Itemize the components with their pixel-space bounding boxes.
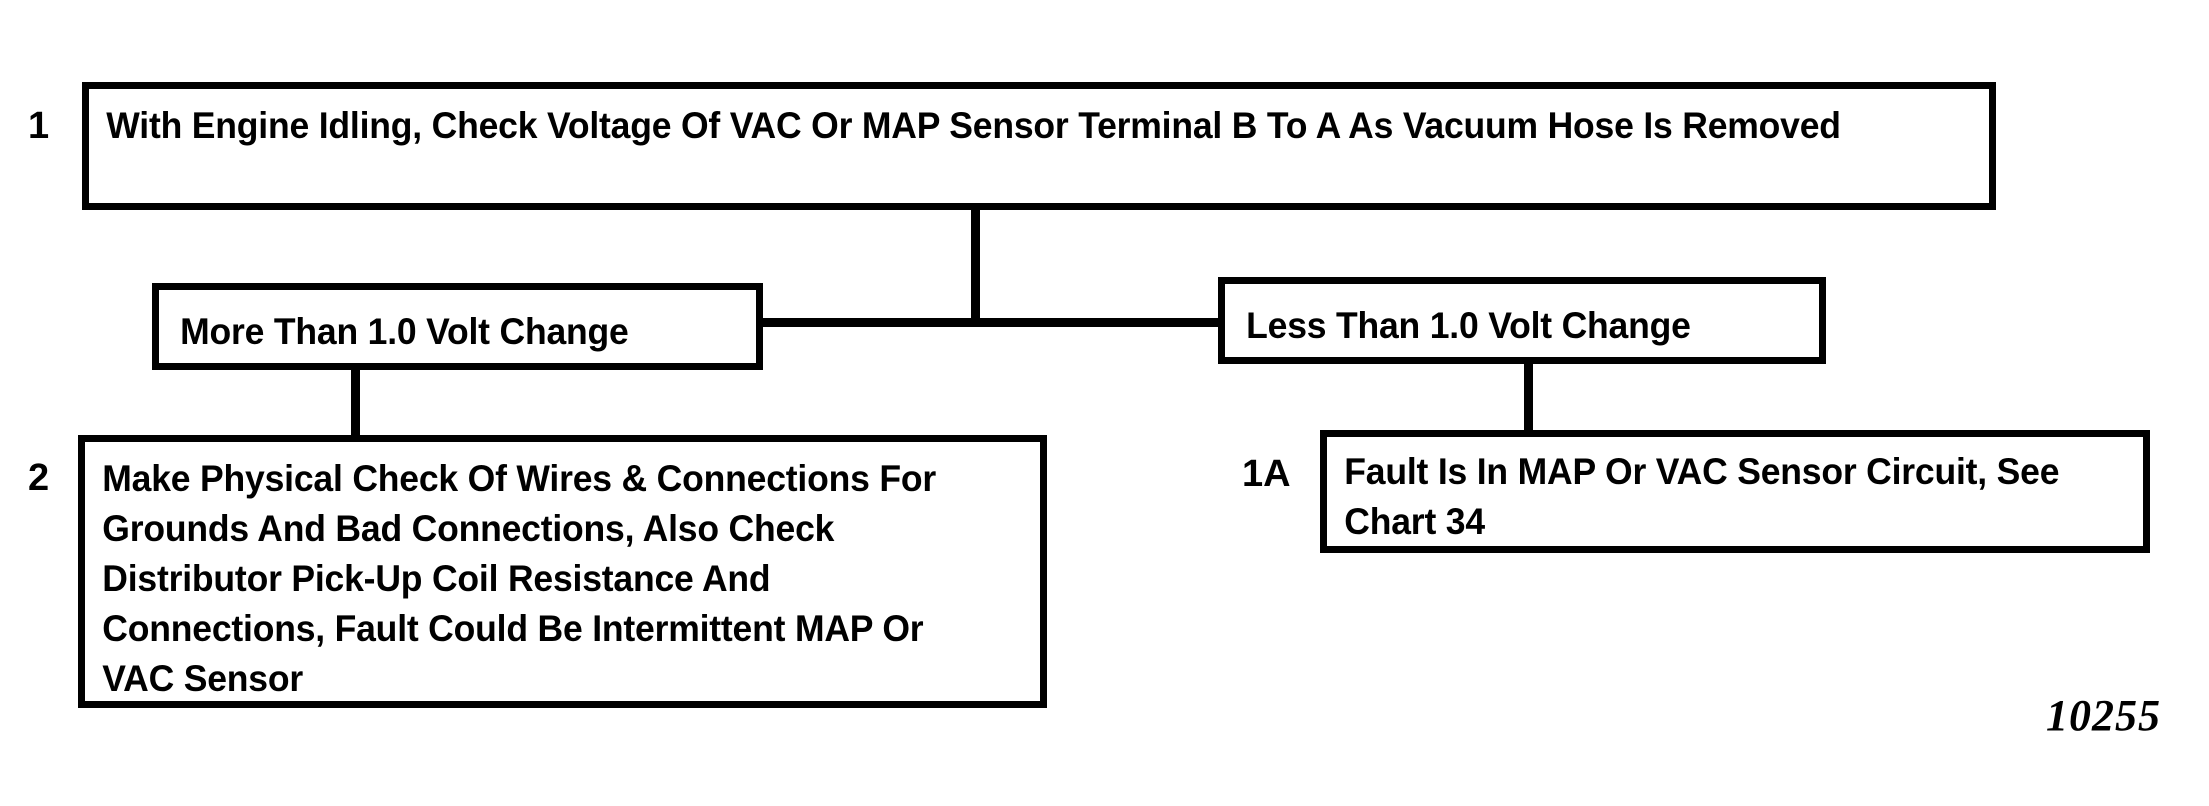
- figure-number: 10255: [2046, 691, 2161, 740]
- flowchart-node-branch-more: More Than 1.0 Volt Change: [152, 283, 763, 370]
- connector-step1-to-bus: [971, 210, 980, 326]
- step-2-text: Make Physical Check Of Wires & Connectio…: [102, 458, 936, 699]
- flowchart-node-step-2: Make Physical Check Of Wires & Connectio…: [78, 435, 1047, 708]
- step-number-1a: 1A: [1242, 453, 1291, 495]
- connector-branch-bus: [355, 318, 1221, 327]
- step-number-2: 2: [28, 457, 50, 499]
- connector-more-to-step2: [351, 364, 360, 438]
- flowchart-node-branch-less: Less Than 1.0 Volt Change: [1218, 277, 1826, 364]
- flowchart-node-step-1a: Fault Is In MAP Or VAC Sensor Circuit, S…: [1320, 430, 2150, 553]
- branch-less-text: Less Than 1.0 Volt Change: [1246, 305, 1691, 346]
- connector-less-to-step1a: [1524, 364, 1533, 434]
- step-number-1: 1: [28, 105, 50, 147]
- step-1a-text: Fault Is In MAP Or VAC Sensor Circuit, S…: [1344, 451, 2060, 542]
- step-1-text: With Engine Idling, Check Voltage Of VAC…: [106, 105, 1841, 146]
- branch-more-text: More Than 1.0 Volt Change: [180, 311, 629, 352]
- flowchart-node-step-1: With Engine Idling, Check Voltage Of VAC…: [82, 82, 1996, 210]
